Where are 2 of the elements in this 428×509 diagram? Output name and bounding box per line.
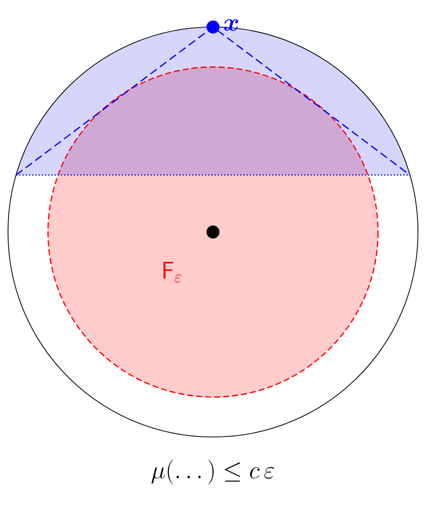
region-label: $\mathsf{F}_{\varepsilon}$	[163, 262, 182, 283]
formula-caption: $\mu(\dots) \leq c\,\varepsilon$	[152, 460, 274, 484]
